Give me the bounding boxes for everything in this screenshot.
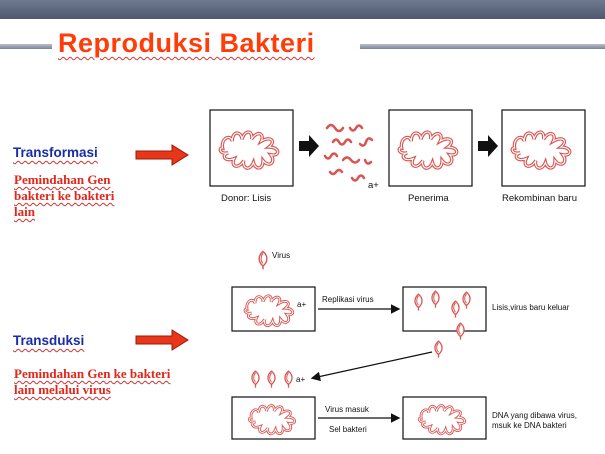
caption-recombinant: Rekombinan baru — [502, 193, 577, 204]
caption-bacterial-cell: Sel bakteri — [329, 425, 367, 434]
donor-cell — [209, 109, 294, 187]
title-rule-left — [0, 44, 52, 49]
caption-gene-1: a+ — [297, 300, 307, 309]
caption-virus: Virus — [272, 251, 291, 260]
lysed-cell — [402, 286, 487, 332]
dna-fragments — [323, 123, 374, 182]
caption-gene: a+ — [368, 180, 379, 191]
target-cell — [231, 396, 316, 440]
caption-replication: Replikasi virus — [322, 295, 374, 304]
result-cell — [402, 396, 487, 440]
transformation-description: Pemindahan Gen bakteri ke bakteri lain — [14, 172, 115, 219]
title-bar: Reproduksi Bakteri — [0, 28, 605, 64]
released-virus-1 — [456, 322, 465, 340]
caption-recipient: Penerima — [408, 193, 449, 204]
title-rule-right — [360, 44, 605, 49]
caption-lysis: Lisis,virus baru keluar — [492, 303, 570, 312]
black-arrow-2 — [478, 135, 498, 157]
transduction-description: Pemindahan Gen ke bakteri lain melalui v… — [14, 366, 171, 397]
slide-title: Reproduksi Bakteri — [58, 28, 315, 58]
transduction-heading: Transduksi — [13, 333, 85, 348]
transfer-arrow — [310, 351, 433, 382]
caption-virus-enters: Virus masuk — [325, 405, 369, 414]
caption-dna-result: DNA yang dibawa virus, msuk ke DNA bakte… — [492, 411, 577, 430]
released-virus-2 — [434, 340, 443, 358]
transducing-viruses — [251, 370, 293, 388]
free-virus — [258, 250, 268, 270]
black-arrow-1 — [299, 135, 319, 157]
transduction-red-arrow — [135, 329, 189, 351]
infected-cell — [231, 286, 316, 332]
caption-gene-2: a+ — [296, 375, 306, 384]
caption-donor: Donor: Lisis — [221, 193, 272, 204]
recombinant-cell — [501, 109, 586, 187]
transformation-red-arrow — [135, 144, 189, 166]
recipient-cell — [388, 109, 473, 187]
top-banner — [0, 0, 605, 19]
transformation-heading: Transformasi — [13, 145, 98, 160]
